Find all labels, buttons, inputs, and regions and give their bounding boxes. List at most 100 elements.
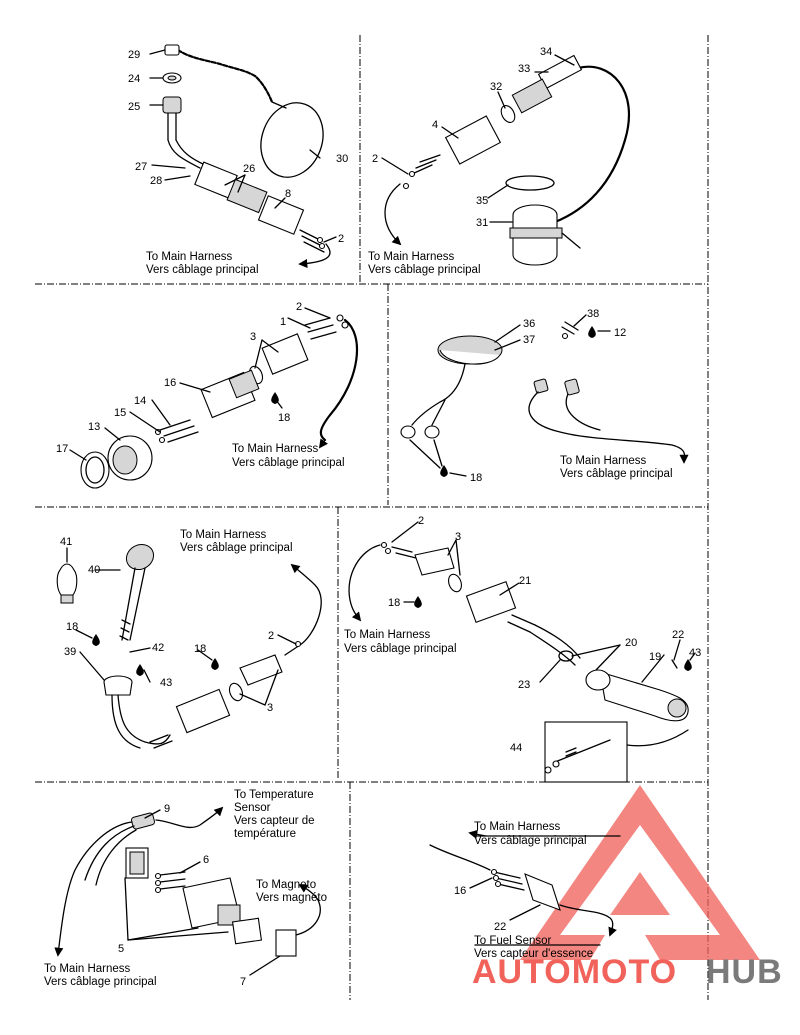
part-19-throttle-icon bbox=[599, 671, 689, 722]
watermark-text: AUTOMOTO HUB bbox=[472, 953, 783, 991]
label-vers-capteur-de: Vers capteur de bbox=[234, 815, 315, 827]
label-vers-magneto: Vers magnéto bbox=[256, 892, 327, 904]
part-29-icon bbox=[164, 44, 180, 56]
callout-22: 22 bbox=[672, 629, 684, 641]
callout-2: 2 bbox=[338, 233, 344, 245]
part-25-icon bbox=[162, 96, 182, 114]
callout-2: 2 bbox=[296, 301, 302, 313]
callout-18-b: 18 bbox=[194, 643, 206, 655]
part-21-housing-icon bbox=[465, 580, 517, 624]
panel-1-sensor-harness: 29 24 25 27 28 26 8 30 2 To Main Harness… bbox=[128, 44, 348, 276]
part-44-detail-box bbox=[544, 721, 628, 783]
callout-43: 43 bbox=[160, 677, 172, 689]
part-4-housing-icon bbox=[444, 115, 502, 165]
callout-18: 18 bbox=[278, 412, 290, 424]
part-7-icon bbox=[275, 929, 297, 957]
callout-38: 38 bbox=[587, 308, 599, 320]
callout-9: 9 bbox=[164, 803, 170, 815]
panel-7-sub-harness: 9 6 5 7 To Temperature Sensor Vers capte… bbox=[44, 789, 327, 988]
callout-28: 28 bbox=[150, 175, 162, 187]
callout-36: 36 bbox=[523, 318, 535, 330]
callout-21: 21 bbox=[519, 575, 531, 587]
panel-dividers bbox=[35, 35, 709, 1000]
label-to-main-harness: To Main Harness bbox=[146, 251, 233, 263]
callout-12: 12 bbox=[614, 327, 626, 339]
callout-3: 3 bbox=[455, 531, 461, 543]
label-to-main-harness: To Main Harness bbox=[232, 443, 319, 455]
callout-1: 1 bbox=[280, 316, 286, 328]
label-vers-cablage: Vers câblage principal bbox=[180, 542, 293, 554]
callout-26: 26 bbox=[243, 163, 255, 175]
callout-44: 44 bbox=[510, 742, 522, 754]
watermark-part-2: HUB bbox=[706, 953, 783, 991]
label-to-main-harness: To Main Harness bbox=[474, 821, 561, 833]
callout-22: 22 bbox=[494, 921, 506, 933]
watermark-part-1: AUTOMOTO bbox=[472, 953, 677, 991]
callout-25: 25 bbox=[128, 101, 140, 113]
callout-27: 27 bbox=[135, 161, 147, 173]
panel-4-indicator-lamp: 36 37 38 12 18 To Main Harness Vers câbl… bbox=[400, 308, 689, 484]
callout-41: 41 bbox=[60, 536, 72, 548]
part-40-knob-icon bbox=[125, 543, 155, 571]
callout-37: 37 bbox=[523, 334, 535, 346]
callout-18: 18 bbox=[388, 597, 400, 609]
callout-23: 23 bbox=[518, 679, 530, 691]
label-to-magneto: To Magneto bbox=[256, 879, 316, 891]
callout-2: 2 bbox=[268, 630, 274, 642]
callout-42: 42 bbox=[152, 642, 164, 654]
label-to-main-harness: To Main Harness bbox=[44, 963, 131, 975]
part-41-bulb-icon bbox=[56, 563, 78, 597]
callout-16: 16 bbox=[454, 885, 466, 897]
part-8-housing-icon bbox=[257, 195, 305, 235]
callout-39: 39 bbox=[64, 646, 76, 658]
label-vers-cablage: Vers câblage principal bbox=[44, 976, 157, 988]
callout-19: 19 bbox=[649, 651, 661, 663]
automotohub-watermark-logo bbox=[520, 785, 760, 960]
label-vers-cablage: Vers câblage principal bbox=[146, 264, 259, 276]
panel-8-fuel-sensor: 16 22 To Main Harness Vers câblage princ… bbox=[429, 821, 621, 960]
label-to-main-harness: To Main Harness bbox=[368, 251, 455, 263]
part-18-drop-icon bbox=[440, 465, 448, 477]
label-vers-capteur-essence: Vers capteur d'essence bbox=[474, 948, 593, 960]
callout-16: 16 bbox=[164, 377, 176, 389]
callout-5: 5 bbox=[118, 943, 124, 955]
label-to-fuel-sensor: To Fuel Sensor bbox=[474, 935, 552, 947]
part-12-drop-icon bbox=[588, 326, 596, 338]
callout-24: 24 bbox=[128, 73, 140, 85]
callout-43: 43 bbox=[689, 647, 701, 659]
callout-3: 3 bbox=[267, 702, 273, 714]
label-to-main-harness: To Main Harness bbox=[560, 455, 647, 467]
callout-6: 6 bbox=[203, 854, 209, 866]
callout-2: 2 bbox=[418, 515, 424, 527]
callout-4: 4 bbox=[432, 119, 438, 131]
callout-14: 14 bbox=[134, 395, 146, 407]
callout-31: 31 bbox=[476, 217, 488, 229]
callout-35: 35 bbox=[476, 195, 488, 207]
label-to-temperature: To Temperature bbox=[234, 789, 314, 801]
callout-33: 33 bbox=[518, 63, 530, 75]
label-vers-cablage: Vers câblage principal bbox=[560, 468, 673, 480]
panel-3-connector-assembly: 2 1 3 16 14 15 13 17 18 To Main Harness … bbox=[56, 301, 359, 489]
callout-8: 8 bbox=[285, 188, 291, 200]
label-vers-cablage: Vers câblage principal bbox=[232, 457, 345, 469]
callout-2: 2 bbox=[372, 153, 378, 165]
part-9-sensor-icon bbox=[130, 812, 156, 830]
callout-29: 29 bbox=[128, 49, 140, 61]
callout-3: 3 bbox=[250, 331, 256, 343]
panel-5-handlebar-lamp: 41 40 18 42 39 43 18 2 3 To Main Harness… bbox=[56, 529, 322, 749]
label-to-main-harness: To Main Harness bbox=[344, 629, 431, 641]
callout-30: 30 bbox=[336, 153, 348, 165]
panel-6-throttle-switch: 2 3 18 21 22 20 19 43 23 44 To Main Harn… bbox=[344, 515, 701, 783]
callout-32: 32 bbox=[490, 81, 502, 93]
part-32-icon bbox=[511, 78, 553, 114]
label-temperature: température bbox=[234, 828, 296, 840]
label-sensor: Sensor bbox=[234, 802, 271, 814]
label-vers-cablage: Vers câblage principal bbox=[474, 835, 587, 847]
callout-13: 13 bbox=[88, 421, 100, 433]
part-22-connector-icon bbox=[524, 873, 561, 911]
callout-18: 18 bbox=[66, 621, 78, 633]
panel-2-fuel-pump: 34 33 32 4 2 35 31 To Main Harness Vers … bbox=[368, 46, 631, 276]
part-3-housing-icon bbox=[261, 333, 309, 375]
callout-20: 20 bbox=[625, 637, 637, 649]
